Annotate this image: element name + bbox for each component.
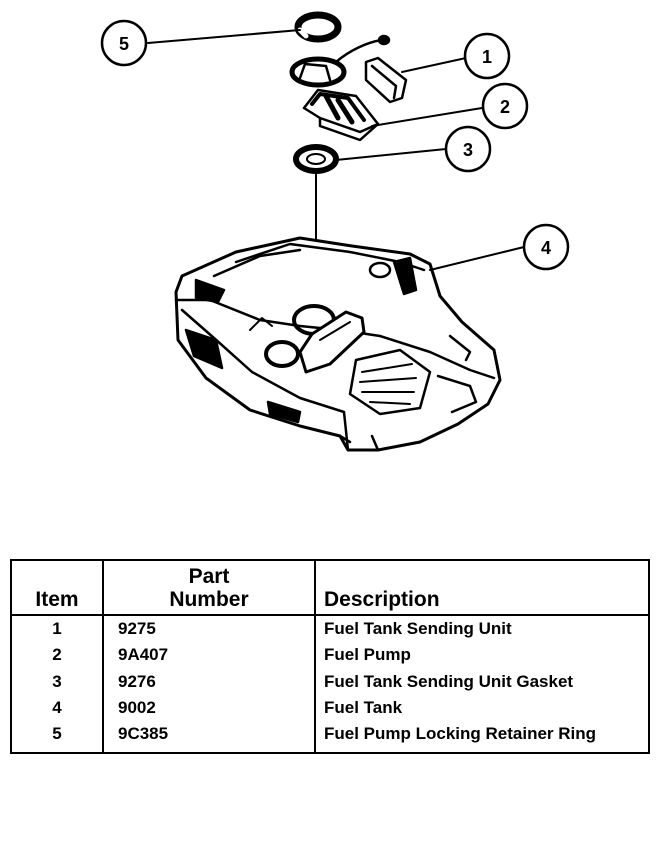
gasket-illustration: [293, 144, 339, 174]
part-number-cell: 9275: [102, 615, 315, 643]
table-row: 5 9C385 Fuel Pump Locking Retainer Ring: [11, 721, 649, 754]
part-number-cell: 9C385: [102, 721, 315, 754]
header-part-number: Part Number: [102, 560, 315, 617]
callout-circle-5: [100, 19, 148, 67]
header-description: Description: [314, 560, 649, 617]
description-cell: Fuel Tank: [314, 694, 649, 722]
table-row: 4 9002 Fuel Tank: [11, 694, 649, 722]
item-cell: 5: [52, 724, 62, 744]
exploded-parts-diagram: 5 1 2 3 4: [100, 11, 570, 452]
callout-number-4: 4: [541, 238, 551, 258]
table-row: 2 9A407 Fuel Pump: [11, 642, 649, 669]
leader-lines: [147, 29, 525, 271]
retainer-ring-illustration: [294, 11, 342, 43]
callout-number-5: 5: [119, 34, 129, 54]
callout-number-2: 2: [500, 97, 510, 117]
callout-circle-4: [522, 223, 570, 271]
item-cell: 3: [52, 671, 62, 691]
description-cell: Fuel Tank Sending Unit Gasket: [314, 668, 649, 695]
parts-table: Item Part Number Description 1 9275 Fuel…: [10, 559, 650, 755]
header-item: Item: [11, 560, 103, 617]
table-row: 1 9275 Fuel Tank Sending Unit: [11, 615, 649, 643]
description-cell: Fuel Tank Sending Unit: [314, 615, 649, 643]
part-number-cell: 9A407: [102, 642, 315, 669]
item-cell: 1: [52, 619, 62, 639]
fuel-pump-illustration: [302, 88, 380, 142]
float-wire-illustration: [334, 34, 391, 64]
item-cell: 2: [52, 645, 62, 665]
callout-number-3: 3: [463, 140, 473, 160]
callout-circle-2: [481, 82, 529, 130]
item-cell: 4: [52, 697, 62, 717]
table-row: 3 9276 Fuel Tank Sending Unit Gasket: [11, 668, 649, 695]
part-number-cell: 9276: [102, 668, 315, 695]
description-cell: Fuel Pump: [314, 642, 649, 669]
header-part-number-line2: Number: [169, 588, 249, 612]
table-header-row: Item Part Number Description: [11, 560, 649, 617]
fuel-tank-illustration: [174, 236, 502, 452]
header-part-number-line1: Part: [188, 565, 230, 588]
description-cell: Fuel Pump Locking Retainer Ring: [314, 721, 649, 754]
callout-number-1: 1: [482, 47, 492, 67]
callout-circle-3: [444, 125, 492, 173]
callout-circle-1: [463, 32, 511, 80]
part-number-cell: 9002: [102, 694, 315, 722]
sending-unit-illustration: [289, 56, 408, 104]
